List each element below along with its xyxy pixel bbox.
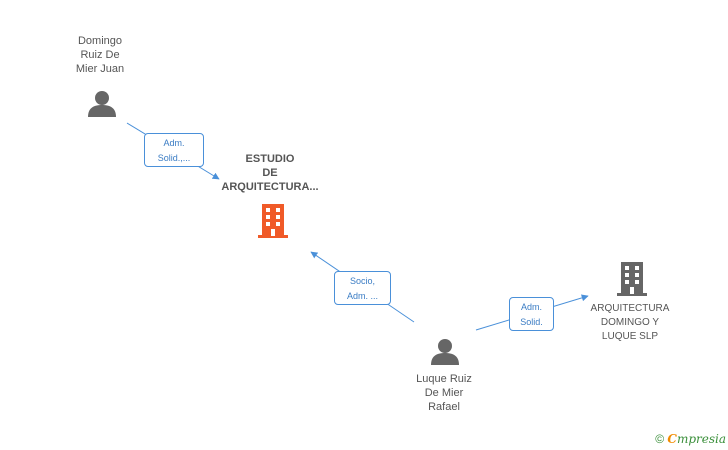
brand-logo: Cmpresia [667, 432, 726, 446]
edge-label-domingo-estudio[interactable]: Adm. Solid.,... [144, 133, 204, 167]
person-label-domingo[interactable]: Domingo Ruiz De Mier Juan [75, 35, 125, 75]
company-label-arq-slp[interactable]: ARQUITECTURA DOMINGO Y LUQUE SLP [590, 303, 670, 342]
person-icon[interactable] [87, 89, 117, 119]
building-icon[interactable] [257, 203, 289, 239]
edge-label-luque-arq[interactable]: Adm. Solid. [509, 297, 554, 331]
company-label-estudio[interactable]: ESTUDIO DE ARQUITECTURA... [221, 153, 319, 193]
building-icon[interactable] [616, 261, 648, 297]
edge-label-luque-estudio[interactable]: Socio, Adm. ... [334, 271, 391, 305]
person-icon[interactable] [430, 337, 460, 367]
brand-watermark: © Cmpresia [655, 432, 726, 446]
copyright-icon: © [655, 432, 665, 446]
person-label-luque[interactable]: Luque Ruiz De Mier Rafael [416, 373, 472, 413]
